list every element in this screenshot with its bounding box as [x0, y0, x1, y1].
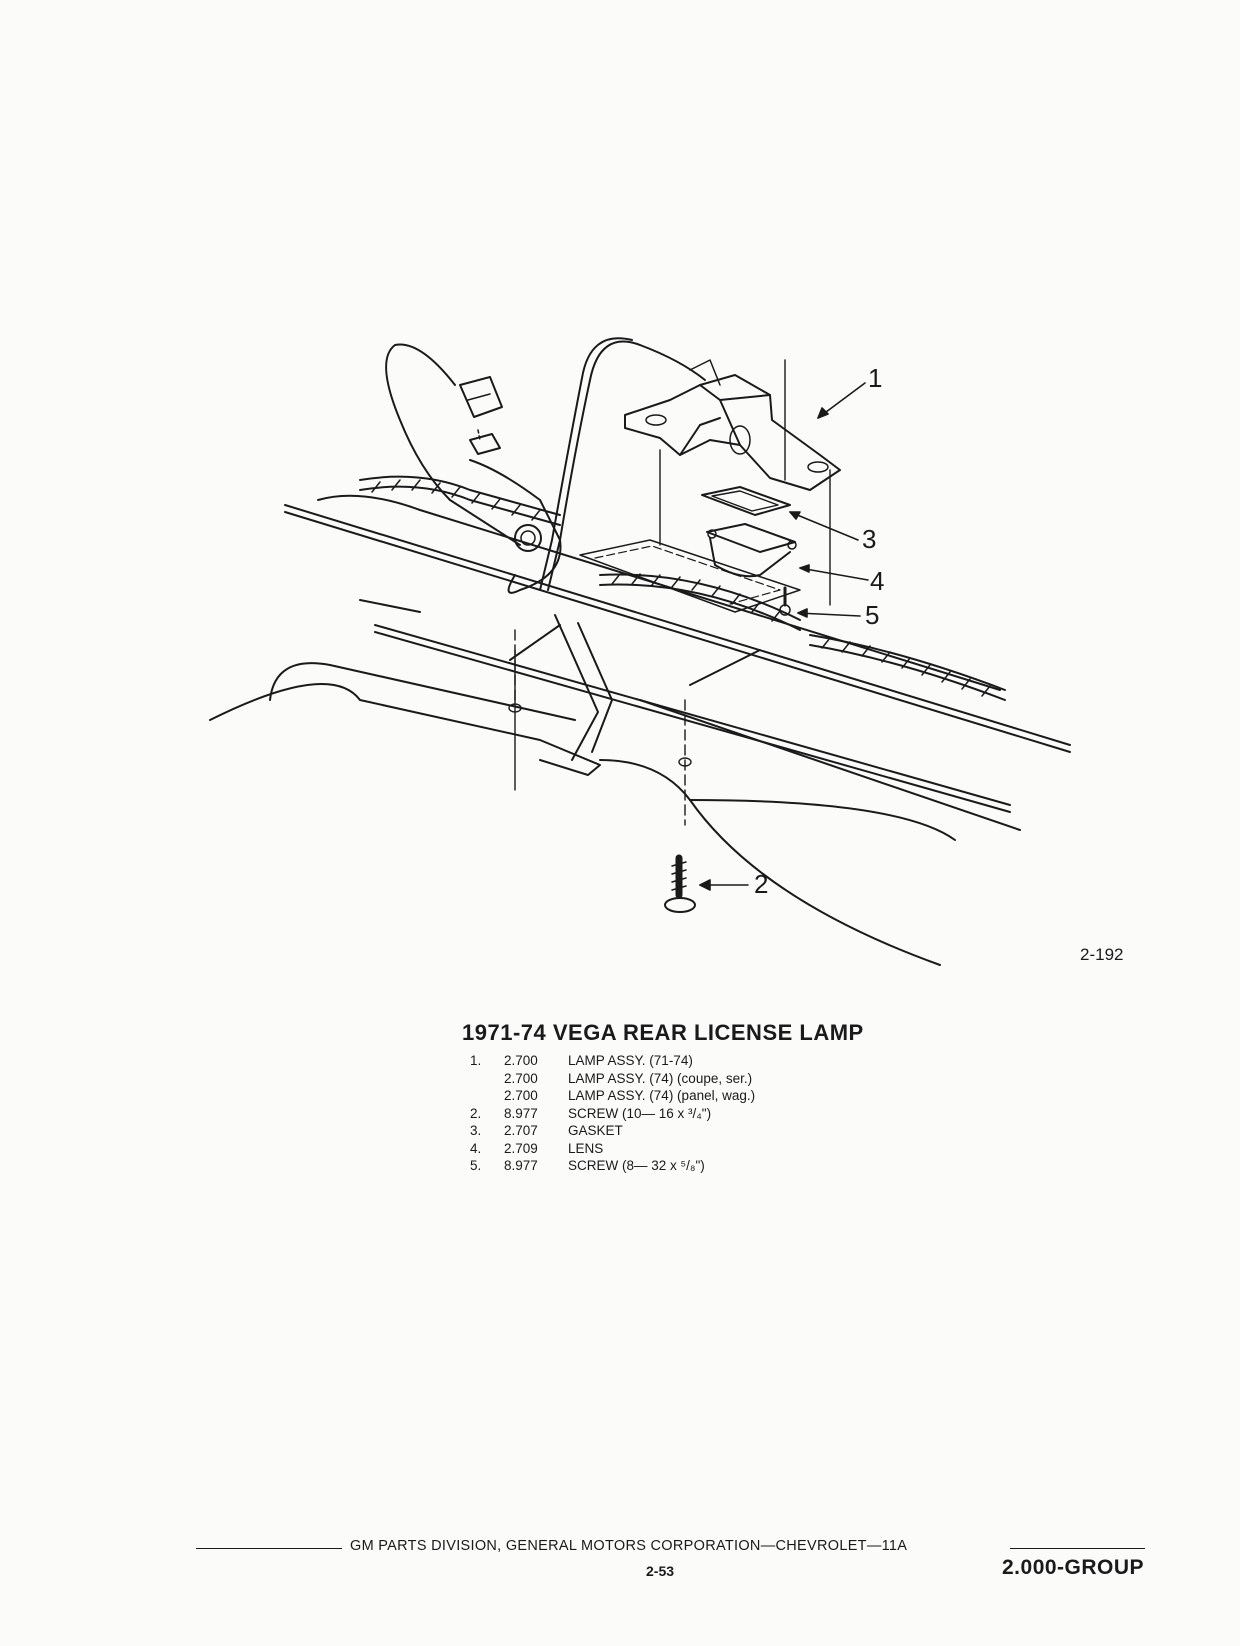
callout-1: 1 — [868, 363, 882, 393]
item-number: 2. — [470, 1105, 482, 1121]
page-number: 2-53 — [646, 1563, 675, 1579]
item-number: 5. — [470, 1158, 482, 1173]
leader-lines — [699, 382, 869, 891]
footer-text: GM PARTS DIVISION, GENERAL MOTORS CORPOR… — [350, 1538, 908, 1554]
callout-4: 4 — [870, 566, 884, 596]
part-description: SCREW (10— 16 x ³/₄") — [568, 1105, 712, 1121]
callout-3: 3 — [862, 524, 876, 554]
part-description: LAMP ASSY. (74) (panel, wag.) — [568, 1088, 756, 1103]
callout-2: 2 — [754, 869, 768, 899]
parts-list-row: 3. 2.707 GASKET — [470, 1122, 755, 1140]
parts-list-row: 2.700 LAMP ASSY. (74) (coupe, ser.) — [470, 1070, 755, 1088]
part-description: LAMP ASSY. (74) (coupe, ser.) — [568, 1070, 753, 1086]
group-label: 2.000-GROUP — [1002, 1556, 1145, 1579]
parts-list-row: 5. 8.977 SCREW (8— 32 x ⁵/₈") — [470, 1157, 755, 1175]
parts-list-row: 1. 2.700 LAMP ASSY. (71-74) — [470, 1052, 755, 1070]
parts-list: 1. 2.700 LAMP ASSY. (71-74) 2.700 LAMP A… — [470, 1052, 755, 1175]
group-number: 8.977 — [504, 1105, 538, 1121]
gasket-part — [701, 486, 791, 516]
item-number — [470, 1070, 504, 1088]
projection-lines — [508, 359, 831, 826]
body-panel-lines — [209, 494, 1071, 966]
small-screw — [779, 586, 791, 616]
figure-number: 2-192 — [1080, 945, 1124, 964]
wiring-harness — [385, 337, 706, 594]
lamp-assembly — [624, 359, 841, 491]
group-number: 2.707 — [504, 1123, 538, 1138]
item-number: 4. — [470, 1140, 482, 1156]
page-title: 1971-74 VEGA REAR LICENSE LAMP — [462, 1020, 864, 1045]
item-number: 3. — [470, 1123, 482, 1138]
weatherstrip — [359, 475, 1006, 701]
part-description: LENS — [568, 1140, 604, 1156]
part-description: GASKET — [568, 1123, 623, 1138]
item-number: 1. — [470, 1053, 482, 1068]
parts-list-row: 2. 8.977 SCREW (10— 16 x ³/₄") — [470, 1105, 755, 1123]
group-number: 2.700 — [504, 1088, 538, 1103]
parts-list-row: 4. 2.709 LENS — [470, 1140, 755, 1158]
item-number — [470, 1087, 504, 1105]
group-number: 8.977 — [504, 1158, 538, 1173]
parts-list-row: 2.700 LAMP ASSY. (74) (panel, wag.) — [470, 1087, 755, 1105]
part-description: LAMP ASSY. (71-74) — [568, 1053, 693, 1068]
footer-rule-right — [1010, 1548, 1145, 1549]
footer-rule-left — [196, 1548, 342, 1549]
group-number: 2.700 — [504, 1053, 538, 1068]
callout-5: 5 — [865, 600, 879, 630]
lens-part — [706, 523, 797, 578]
part-description: SCREW (8— 32 x ⁵/₈") — [568, 1158, 705, 1173]
large-screw — [664, 854, 696, 913]
group-number: 2.709 — [504, 1140, 538, 1156]
mounting-opening — [579, 539, 801, 613]
group-number: 2.700 — [504, 1070, 538, 1086]
